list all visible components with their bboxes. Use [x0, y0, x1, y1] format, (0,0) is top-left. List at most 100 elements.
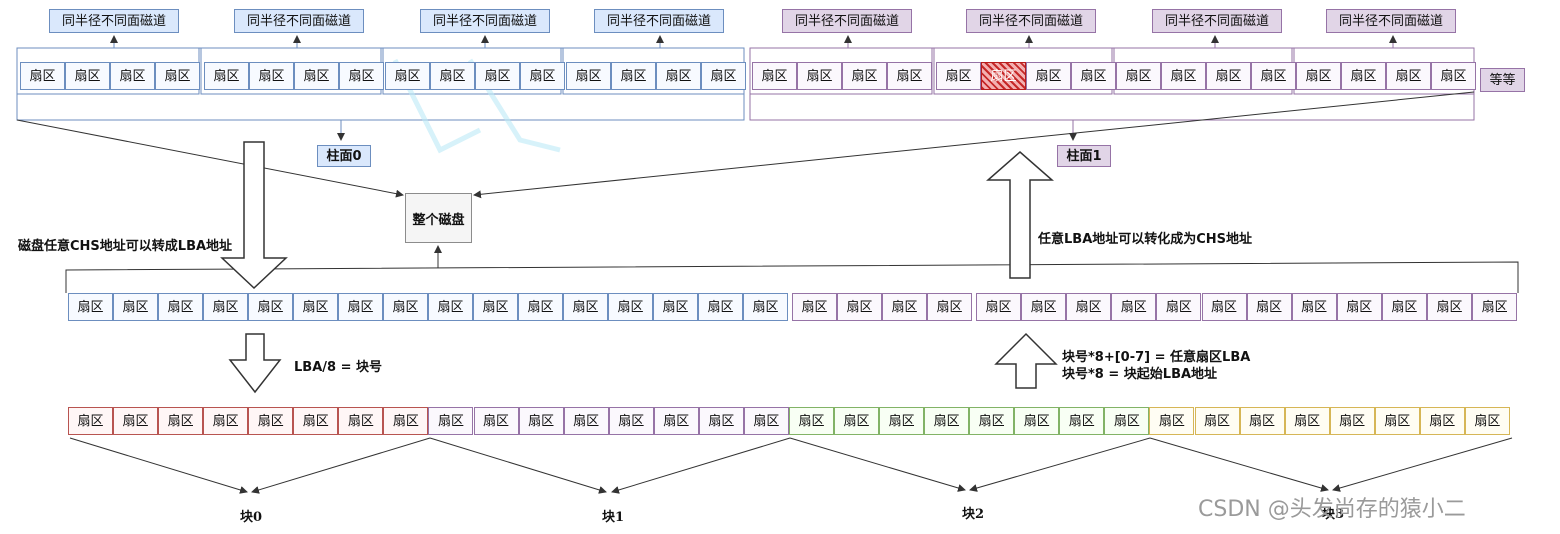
- chs-to-lba-note: 磁盘任意CHS地址可以转成LBA地址: [18, 239, 233, 254]
- lba-sector-cell: 扇区: [1472, 293, 1518, 321]
- block-sector-cell: 扇区: [834, 407, 880, 435]
- block-sector-cell: 扇区: [68, 407, 113, 435]
- block-sector-cell: 扇区: [473, 407, 519, 435]
- block-sector-cell: 扇区: [924, 407, 970, 435]
- sector-cell: 扇区: [294, 62, 339, 90]
- block-sector-cell: 扇区: [1239, 407, 1285, 435]
- sector-cell: 扇区: [611, 62, 656, 90]
- lba-sector-cell: 扇区: [113, 293, 158, 321]
- block-sector-cell: 扇区: [1104, 407, 1150, 435]
- sector-cell: 扇区: [842, 62, 887, 90]
- sector-cell: 扇区: [1431, 62, 1476, 90]
- lba-sector-cell: 扇区: [383, 293, 428, 321]
- lba-sector-cell: 扇区: [428, 293, 473, 321]
- block-sector-cell: 扇区: [113, 407, 159, 435]
- block-sector-cell: 扇区: [1284, 407, 1330, 435]
- block-sector-cell: 扇区: [653, 407, 699, 435]
- track-label: 同半径不同面磁道: [420, 9, 550, 33]
- block-sector-cell: 扇区: [293, 407, 339, 435]
- lba-sector-cell: 扇区: [608, 293, 653, 321]
- sector-cell: 扇区: [1026, 62, 1071, 90]
- track-label: 同半径不同面磁道: [49, 9, 179, 33]
- whole-disk-box: 整个磁盘: [405, 193, 472, 243]
- lba-sector-cell: 扇区: [1021, 293, 1067, 321]
- lba-sector-cell: 扇区: [882, 293, 927, 321]
- sector-cell: 扇区: [520, 62, 565, 90]
- sector-cell: 扇区: [1341, 62, 1386, 90]
- lba-sector-cell: 扇区: [837, 293, 882, 321]
- sector-cell: 扇区: [1071, 62, 1116, 90]
- block-sector-cell: 扇区: [1014, 407, 1060, 435]
- sector-cell: 扇区: [249, 62, 294, 90]
- block-sector-cell: 扇区: [743, 407, 789, 435]
- block-sector-cell: 扇区: [203, 407, 249, 435]
- sector-cell: 扇区: [566, 62, 611, 90]
- block-sector-cell: 扇区: [518, 407, 564, 435]
- lba-sector-cell: 扇区: [698, 293, 743, 321]
- lba-sector-cell: 扇区: [1427, 293, 1472, 321]
- lba-sector-cell: 扇区: [927, 293, 972, 321]
- sector-cell: 扇区: [475, 62, 520, 90]
- block-2-label: 块2: [962, 507, 985, 522]
- lba-divide-note: LBA/8 = 块号: [294, 360, 382, 375]
- sector-cell: 扇区: [981, 62, 1026, 90]
- lba-sector-cell: 扇区: [203, 293, 248, 321]
- block-formula-1: 块号*8+[0-7] = 任意扇区LBA: [1062, 350, 1251, 365]
- lba-to-chs-note: 任意LBA地址可以转化成为CHS地址: [1038, 232, 1253, 247]
- track-label: 同半径不同面磁道: [234, 9, 364, 33]
- block-sector-cell: 扇区: [1059, 407, 1105, 435]
- sector-cell: 扇区: [20, 62, 65, 90]
- block-sector-cell: 扇区: [698, 407, 744, 435]
- watermark: CSDN @头发尚存的猿小二: [1198, 497, 1466, 522]
- sector-cell: 扇区: [430, 62, 475, 90]
- lba-sector-cell: 扇区: [1291, 293, 1337, 321]
- block-sector-cell: 扇区: [608, 407, 654, 435]
- block-sector-cell: 扇区: [428, 407, 474, 435]
- block-0-label: 块0: [240, 510, 263, 525]
- track-label: 同半径不同面磁道: [1152, 9, 1282, 33]
- block-sector-cell: 扇区: [1464, 407, 1510, 435]
- sector-cell: 扇区: [1116, 62, 1161, 90]
- sector-cell: 扇区: [701, 62, 746, 90]
- lba-sector-cell: 扇区: [1066, 293, 1112, 321]
- sector-cell: 扇区: [1251, 62, 1296, 90]
- block-sector-cell: 扇区: [563, 407, 609, 435]
- sector-cell: 扇区: [155, 62, 200, 90]
- lba-sector-cell: 扇区: [518, 293, 563, 321]
- lba-sector-cell: 扇区: [158, 293, 203, 321]
- track-label: 同半径不同面磁道: [782, 9, 912, 33]
- lba-sector-cell: 扇区: [743, 293, 788, 321]
- sector-cell: 扇区: [752, 62, 797, 90]
- sector-cell: 扇区: [339, 62, 384, 90]
- lba-sector-cell: 扇区: [976, 293, 1021, 321]
- lba-sector-cell: 扇区: [792, 293, 837, 321]
- sector-cell: 扇区: [936, 62, 981, 90]
- sector-cell: 扇区: [1386, 62, 1431, 90]
- track-label: 同半径不同面磁道: [966, 9, 1096, 33]
- lba-sector-cell: 扇区: [1201, 293, 1247, 321]
- track-label: 同半径不同面磁道: [1326, 9, 1456, 33]
- lba-sector-cell: 扇区: [563, 293, 608, 321]
- lba-sector-cell: 扇区: [1156, 293, 1202, 321]
- block-sector-cell: 扇区: [383, 407, 429, 435]
- lba-sector-cell: 扇区: [248, 293, 293, 321]
- block-sector-cell: 扇区: [1194, 407, 1240, 435]
- block-sector-cell: 扇区: [1149, 407, 1195, 435]
- cylinder-1-label: 柱面1: [1057, 145, 1111, 167]
- lba-sector-cell: 扇区: [1246, 293, 1292, 321]
- cylinder-0-label: 柱面0: [317, 145, 371, 167]
- block-sector-cell: 扇区: [1329, 407, 1375, 435]
- sector-cell: 扇区: [204, 62, 249, 90]
- block-sector-cell: 扇区: [1419, 407, 1465, 435]
- sector-cell: 扇区: [385, 62, 430, 90]
- lba-sector-cell: 扇区: [473, 293, 518, 321]
- etc-label: 等等: [1480, 68, 1525, 92]
- lba-sector-cell: 扇区: [1111, 293, 1157, 321]
- lba-sector-cell: 扇区: [1336, 293, 1382, 321]
- block-sector-cell: 扇区: [158, 407, 204, 435]
- block-sector-cell: 扇区: [879, 407, 925, 435]
- sector-cell: 扇区: [1161, 62, 1206, 90]
- lba-sector-cell: 扇区: [293, 293, 338, 321]
- block-formula-2: 块号*8 = 块起始LBA地址: [1062, 367, 1218, 382]
- sector-cell: 扇区: [1206, 62, 1251, 90]
